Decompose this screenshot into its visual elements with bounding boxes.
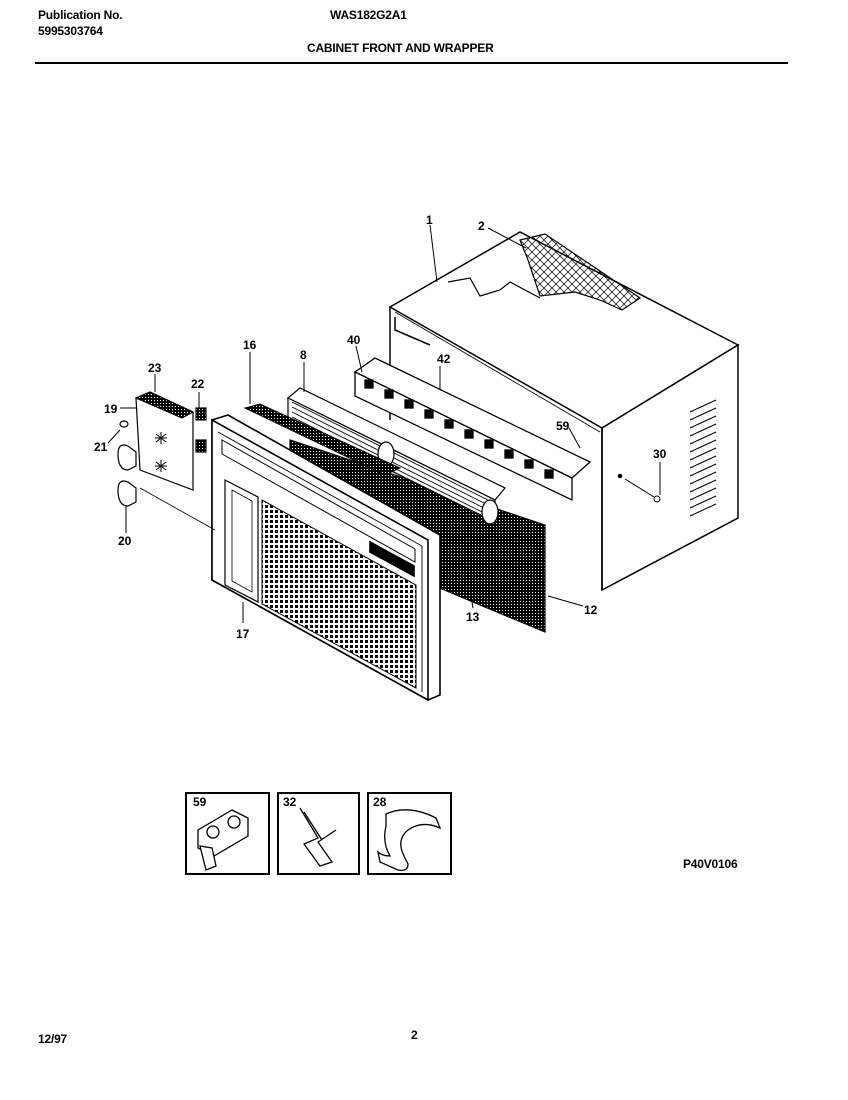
detail-label-28: 28 (373, 795, 387, 809)
callout-labels: 1 2 40 42 16 8 23 22 19 21 20 59 30 17 1… (94, 213, 667, 641)
detail-box-32: 32 (277, 792, 360, 875)
air-deflector (286, 387, 506, 525)
publication-label: Publication No. (38, 8, 123, 22)
callout-22: 22 (191, 377, 205, 391)
callout-1: 1 (426, 213, 433, 227)
cabinet-wrapper (388, 231, 740, 592)
louver-rail (353, 357, 592, 502)
screw (617, 473, 661, 503)
callout-12: 12 (584, 603, 598, 617)
callout-23: 23 (148, 361, 162, 375)
detail-box-59: 59 (185, 792, 270, 875)
callout-59: 59 (556, 419, 570, 433)
callout-42: 42 (437, 352, 451, 366)
callout-8: 8 (300, 348, 307, 362)
callout-40: 40 (347, 333, 361, 347)
header-rule (35, 62, 788, 64)
publication-number: 5995303764 (38, 24, 103, 38)
callout-19: 19 (104, 402, 118, 416)
page-number: 2 (411, 1028, 418, 1042)
section-title: CABINET FRONT AND WRAPPER (307, 41, 494, 55)
footer-date: 12/97 (38, 1032, 68, 1046)
detail-label-59: 59 (193, 795, 207, 809)
frame-gasket (243, 403, 402, 476)
insulation-pad (519, 233, 642, 311)
callout-17: 17 (236, 627, 250, 641)
detail-box-28: 28 (367, 792, 452, 875)
callout-30: 30 (653, 447, 667, 461)
figure-code: P40V0106 (683, 857, 738, 871)
callout-21: 21 (94, 440, 108, 454)
front-panel (211, 414, 441, 702)
control-panel (117, 391, 216, 531)
model-number: WAS182G2A1 (330, 8, 407, 22)
detail-label-32: 32 (283, 795, 297, 809)
callout-16: 16 (243, 338, 257, 352)
callout-13: 13 (466, 610, 480, 624)
callout-20: 20 (118, 534, 132, 548)
callout-2: 2 (478, 219, 485, 233)
leader-lines (107, 224, 661, 623)
